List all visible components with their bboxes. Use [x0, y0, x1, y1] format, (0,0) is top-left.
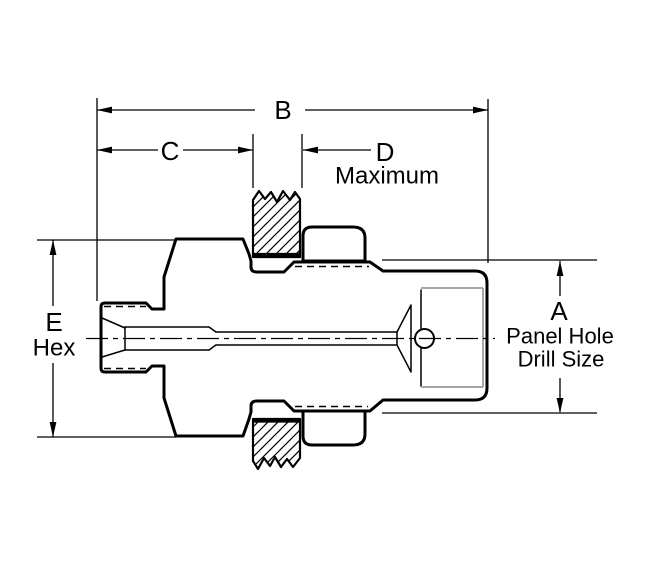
arrowhead-right: [238, 146, 253, 154]
fitting-body: [99, 237, 489, 438]
arrowhead-up: [49, 240, 57, 255]
locknut-upper: [301, 225, 367, 263]
dimension-e-hex: E Hex: [33, 239, 176, 438]
dimension-label-e-qualifier: Hex: [33, 335, 76, 362]
dimension-b: B: [96, 95, 489, 301]
socket-cavity-lines: [421, 287, 484, 388]
arrowhead-down: [49, 422, 57, 437]
dimension-label-d: D: [376, 137, 395, 167]
panel-section-upper: [251, 189, 302, 259]
arrowhead-left: [303, 146, 318, 154]
dimension-label-d-qualifier: Maximum: [335, 163, 439, 190]
dimension-label-a-qualifier-1: Panel Hole: [506, 324, 614, 349]
arrowhead-down: [556, 398, 564, 413]
dimension-label-b: B: [274, 95, 291, 125]
hidden-thread-lines: [104, 265, 369, 408]
arrowhead-up: [556, 261, 564, 276]
arrowhead-left: [97, 106, 112, 114]
dimension-a-panel-hole: A Panel Hole Drill Size: [382, 259, 614, 414]
dimension-label-e: E: [45, 307, 62, 337]
panel-section-lower: [251, 417, 302, 471]
body-outline: [99, 237, 489, 438]
dimension-d: D Maximum: [301, 134, 439, 190]
dimension-label-a-qualifier-2: Drill Size: [518, 347, 605, 372]
dimension-label-a: A: [550, 296, 568, 326]
arrowhead-right: [473, 106, 488, 114]
locknut-lower: [301, 409, 367, 447]
dimension-c: C: [97, 134, 254, 188]
arrowhead-left: [97, 146, 112, 154]
dimension-label-c: C: [161, 136, 180, 166]
